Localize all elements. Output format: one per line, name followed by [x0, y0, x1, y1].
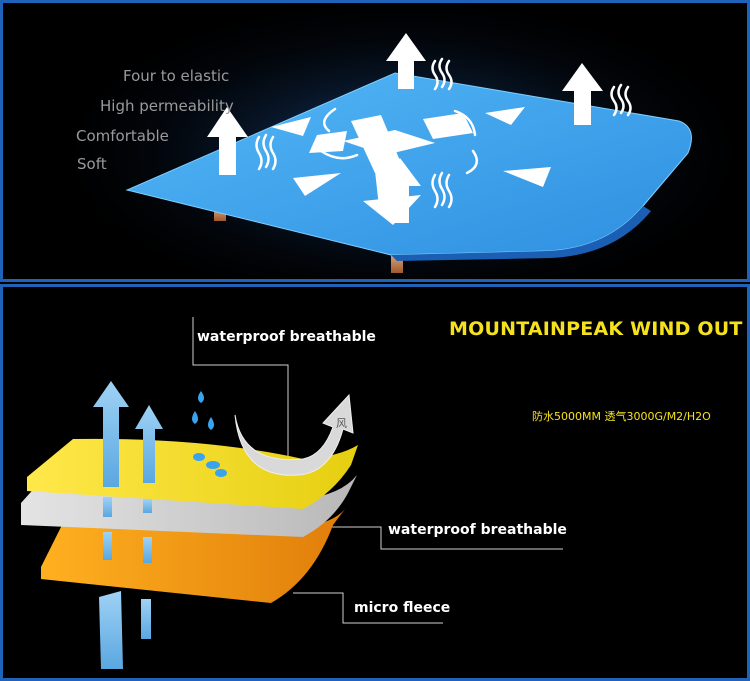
- layer-label-middle: waterproof breathable: [388, 522, 567, 538]
- arrowhead-lower-right: [503, 167, 551, 187]
- up-arrow-icon: [386, 33, 426, 89]
- up-arrow-icon: [93, 381, 129, 669]
- feature-label: High permeability: [100, 97, 234, 115]
- leader-line: [293, 592, 443, 624]
- spec-text: 防水5000MM 透气3000G/M2/H2O: [532, 410, 711, 423]
- membrane-illustration: [73, 3, 733, 279]
- heat-wave-icon: [610, 83, 632, 117]
- brand-headline: MOUNTAINPEAK WIND OUT: [449, 318, 743, 340]
- heat-wave-icon: [431, 171, 453, 209]
- wave-arc: [319, 107, 479, 175]
- leader-line: [192, 317, 289, 457]
- arrowhead-lower-left: [293, 173, 341, 196]
- arrowhead-right: [485, 107, 525, 125]
- fabric-layers-illustration: [21, 317, 563, 669]
- heat-wave-icon: [255, 133, 277, 171]
- up-arrow-icon: [381, 158, 421, 223]
- layer-label-top: waterproof breathable: [197, 329, 376, 345]
- up-arrow-icon: [207, 107, 248, 175]
- layer-label-bottom: micro fleece: [354, 600, 451, 616]
- feature-label: Soft: [77, 155, 107, 173]
- heat-wave-icon: [431, 57, 453, 91]
- water-drop-icon: [192, 391, 227, 477]
- up-arrow-icon: [562, 63, 603, 125]
- wind-arrow-icon: [234, 393, 354, 476]
- leader-line: [303, 526, 563, 550]
- wind-character: 风: [336, 417, 347, 430]
- feature-label: Comfortable: [76, 127, 169, 145]
- top-panel: Four to elastic High permeability Comfor…: [0, 0, 750, 282]
- up-arrow-icon: [135, 405, 163, 639]
- bottom-panel: waterproof breathable waterproof breatha…: [0, 284, 750, 681]
- arrowhead-left: [271, 117, 311, 136]
- feature-label: Four to elastic: [123, 67, 230, 85]
